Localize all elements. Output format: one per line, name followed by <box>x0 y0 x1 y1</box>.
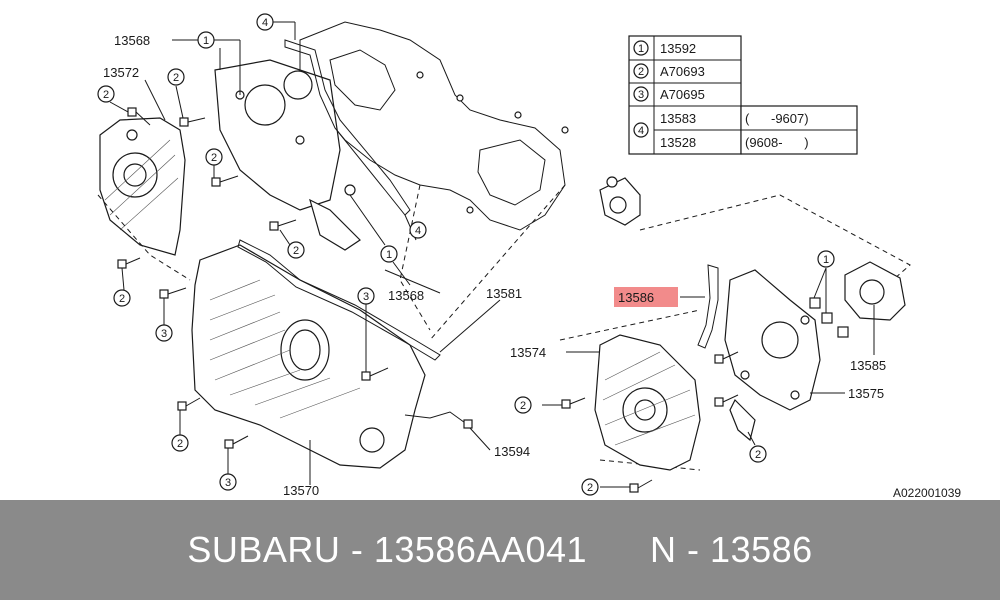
label-13572: 13572 <box>103 65 139 80</box>
table-row: 1 13592 <box>633 40 696 56</box>
bolt <box>211 175 239 187</box>
table-row: 13528 (9608- ) <box>660 135 809 150</box>
label-13586: 13586 <box>618 290 654 305</box>
callouts: 1 4 2 2 2 2 2 3 2 3 3 1 4 2 2 1 2 <box>97 13 835 496</box>
label-13568-mid: 13568 <box>388 288 424 303</box>
callout-3: 3 <box>155 324 173 342</box>
cover-13574 <box>594 334 701 471</box>
svg-text:2: 2 <box>173 72 179 84</box>
callout-2: 2 <box>167 68 185 86</box>
bolt <box>177 397 201 411</box>
callout-1: 1 <box>817 250 835 268</box>
bolt <box>269 219 297 231</box>
callout-4: 4 <box>409 221 427 239</box>
svg-text:2: 2 <box>177 438 183 450</box>
svg-text:A70695: A70695 <box>660 87 705 102</box>
footer-title: SUBARU - 13586AA041 N - 13586 <box>187 529 813 570</box>
svg-text:4: 4 <box>262 17 268 29</box>
label-13581: 13581 <box>486 286 522 301</box>
reference-table: 1 13592 2 A70693 3 A70695 4 13583 ( -960… <box>628 35 858 155</box>
part-labels: 13568 13572 13568 13581 13570 13594 1358… <box>103 33 961 500</box>
svg-text:( -9607): ( -9607) <box>745 111 809 126</box>
callout-2: 2 <box>581 478 599 496</box>
bolt <box>224 435 249 449</box>
svg-text:3: 3 <box>638 89 644 101</box>
callout-2: 2 <box>205 148 223 166</box>
callout-2: 2 <box>514 396 532 414</box>
svg-text:1: 1 <box>638 43 644 55</box>
diagram-code: A022001039 <box>893 486 961 500</box>
label-13585: 13585 <box>850 358 886 373</box>
svg-text:2: 2 <box>211 152 217 164</box>
svg-text:13528: 13528 <box>660 135 696 150</box>
parts-diagram: 1 4 2 2 2 2 2 3 2 3 3 1 4 2 2 1 2 13568 … <box>97 13 961 500</box>
svg-text:2: 2 <box>119 293 125 305</box>
plate-13575 <box>724 269 821 411</box>
sensor-13594 <box>404 411 473 429</box>
svg-text:3: 3 <box>161 328 167 340</box>
callout-3: 3 <box>357 287 375 305</box>
idler-lower-right <box>729 398 756 442</box>
svg-text:1: 1 <box>203 35 209 47</box>
footer-bar: SUBARU - 13586AA041 N - 13586 <box>0 500 1000 600</box>
svg-text:13583: 13583 <box>660 111 696 126</box>
svg-text:4: 4 <box>415 225 421 237</box>
svg-text:2: 2 <box>587 482 593 494</box>
table-row: 4 13583 ( -9607) <box>633 111 809 138</box>
svg-text:1: 1 <box>386 249 392 261</box>
svg-text:(9608- ): (9608- ) <box>745 135 809 150</box>
callout-1: 1 <box>197 31 215 49</box>
bolt <box>179 117 206 127</box>
svg-text:2: 2 <box>638 66 644 78</box>
callout-2: 2 <box>97 85 115 103</box>
tensioner <box>599 176 641 226</box>
callout-3: 3 <box>219 473 237 491</box>
svg-text:1: 1 <box>823 254 829 266</box>
svg-text:3: 3 <box>225 477 231 489</box>
svg-text:2: 2 <box>103 89 109 101</box>
svg-text:13592: 13592 <box>660 41 696 56</box>
bolt <box>117 257 141 269</box>
svg-text:2: 2 <box>293 245 299 257</box>
svg-text:2: 2 <box>520 400 526 412</box>
bolt <box>561 397 586 409</box>
callout-1: 1 <box>380 245 398 263</box>
callout-4: 4 <box>256 13 274 31</box>
label-13575: 13575 <box>848 386 884 401</box>
label-13594: 13594 <box>494 444 530 459</box>
label-13574: 13574 <box>510 345 546 360</box>
table-row: 3 A70695 <box>633 86 705 102</box>
svg-text:3: 3 <box>363 291 369 303</box>
bolts <box>117 107 739 493</box>
gasket-13586 <box>697 264 719 349</box>
table-row: 2 A70693 <box>633 63 705 79</box>
engine-block-outline <box>299 21 569 341</box>
bolt <box>714 351 739 364</box>
callout-2: 2 <box>171 434 189 452</box>
gasket-13585 <box>844 261 906 321</box>
highlight-13586 <box>614 287 678 307</box>
label-13568-top: 13568 <box>114 33 150 48</box>
bolt <box>629 479 653 493</box>
bolt <box>159 287 187 299</box>
callout-2: 2 <box>113 289 131 307</box>
bolt <box>714 394 739 407</box>
cover-13572 <box>97 117 191 281</box>
svg-text:2: 2 <box>755 449 761 461</box>
svg-text:A70693: A70693 <box>660 64 705 79</box>
back-plate <box>214 59 361 251</box>
svg-text:4: 4 <box>638 125 644 137</box>
gasket-13581 <box>237 239 441 361</box>
spacers <box>809 297 849 338</box>
callout-2: 2 <box>749 445 767 463</box>
label-13570: 13570 <box>283 483 319 498</box>
callout-2: 2 <box>287 241 305 259</box>
cover-13570 <box>191 244 426 469</box>
